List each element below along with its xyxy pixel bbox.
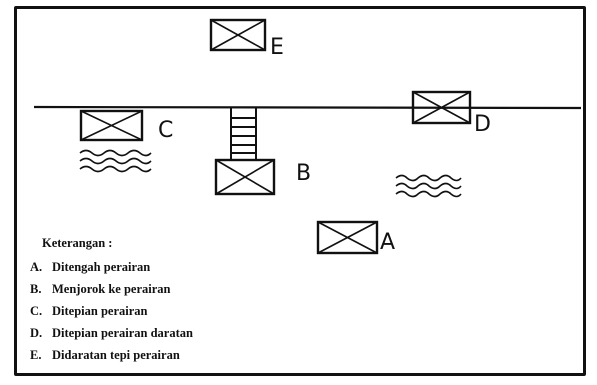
- label-d: D: [474, 112, 491, 137]
- waves-d: [395, 174, 462, 198]
- legend-key: A.: [30, 260, 43, 274]
- box-b: [214, 158, 276, 196]
- legend: Keterangan : A. Ditengah perairan B. Menjo…: [30, 236, 193, 370]
- label-b: B: [296, 161, 311, 186]
- diagram-frame: [14, 6, 586, 376]
- shoreline: [33, 105, 582, 110]
- label-e: E: [270, 35, 284, 60]
- box-e: [209, 18, 267, 52]
- box-a: [316, 220, 379, 255]
- legend-key: D.: [30, 326, 43, 340]
- legend-item-e: E. Didaratan tepi perairan: [30, 348, 193, 363]
- box-c: [79, 109, 144, 142]
- legend-key: C.: [30, 304, 43, 318]
- waves-c: [79, 149, 152, 173]
- legend-text: Ditengah perairan: [52, 260, 151, 274]
- legend-text: Ditepian perairan daratan: [52, 326, 193, 340]
- label-a: A: [380, 230, 395, 255]
- label-c: C: [158, 118, 173, 143]
- legend-text: Menjorok ke perairan: [52, 282, 171, 296]
- legend-text: Didaratan tepi perairan: [52, 348, 180, 362]
- legend-item-b: B. Menjorok ke perairan: [30, 282, 193, 297]
- box-d: [411, 90, 472, 125]
- legend-item-a: A. Ditengah perairan: [30, 260, 193, 275]
- legend-key: B.: [30, 282, 42, 296]
- legend-item-c: C. Ditepian perairan: [30, 304, 193, 319]
- legend-title: Keterangan :: [42, 236, 113, 250]
- jetty-ladder: [230, 108, 257, 160]
- legend-key: E.: [30, 348, 42, 362]
- legend-text: Ditepian perairan: [52, 304, 148, 318]
- legend-item-d: D. Ditepian perairan daratan: [30, 326, 193, 341]
